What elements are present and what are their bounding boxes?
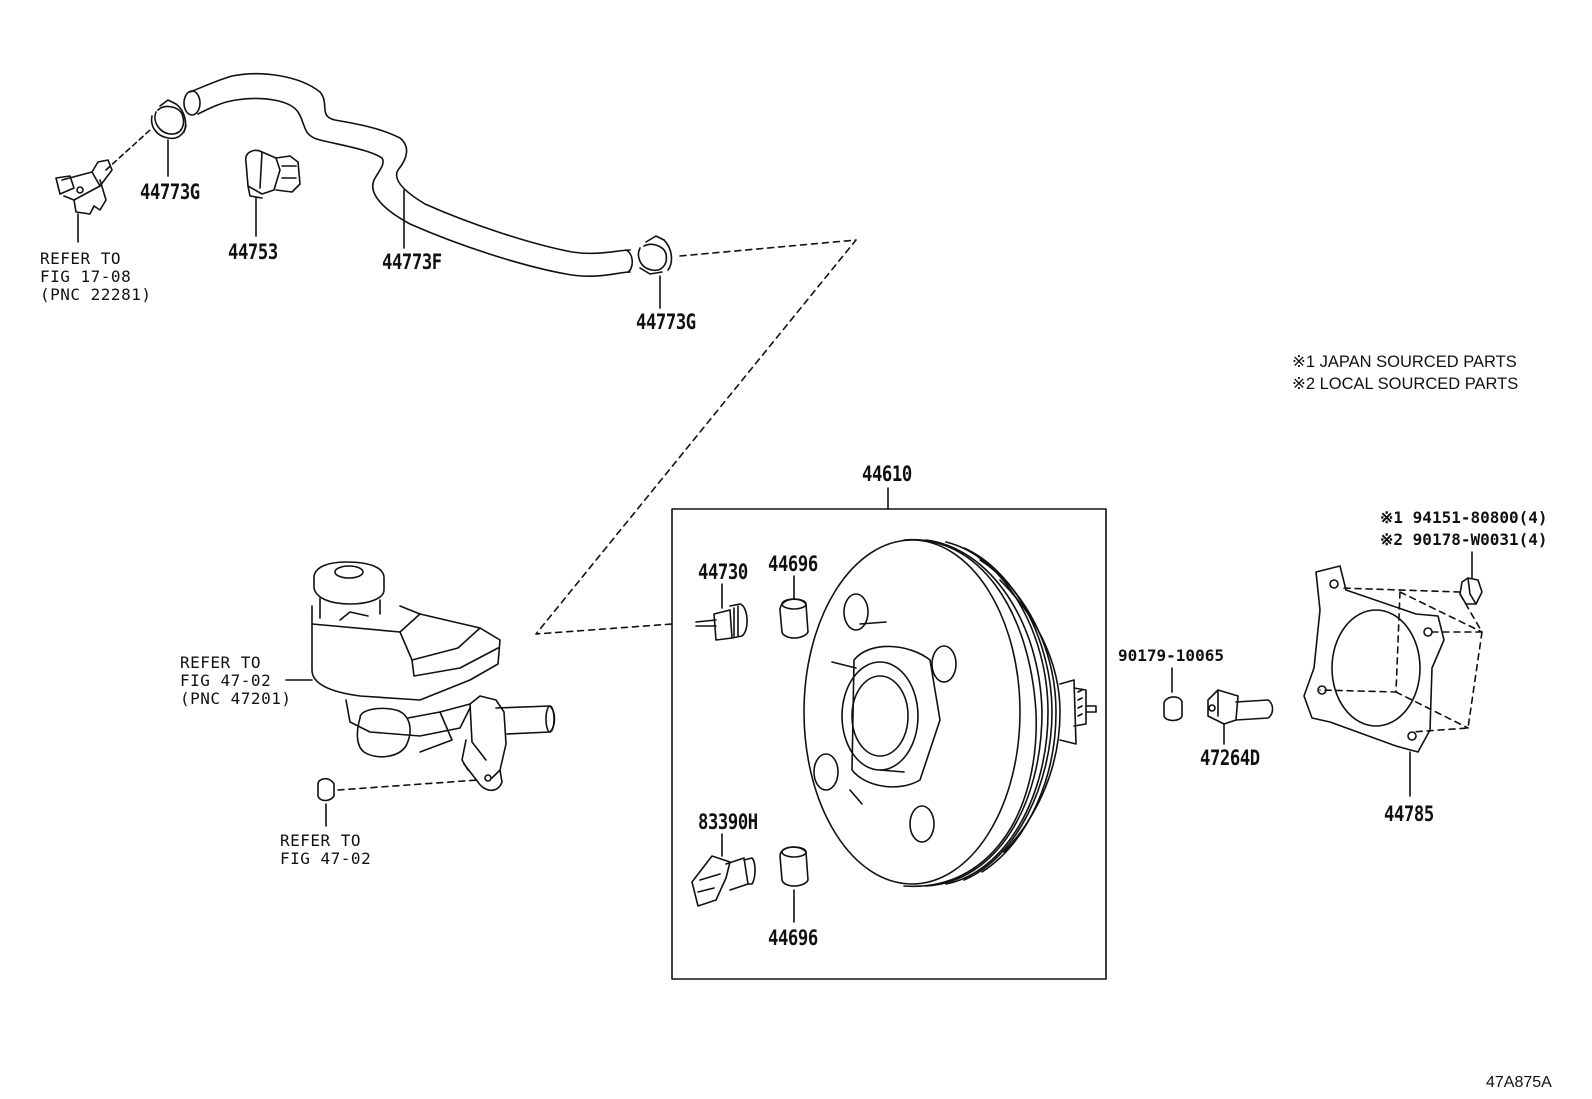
refer-fig-47-02-master-cylinder[interactable]: REFER TO FIG 47-02 (PNC 47201) [180,653,292,708]
part-label-44730[interactable]: 44730 [698,560,748,584]
note-japan-sourced: ※1 JAPAN SOURCED PARTS [1292,353,1517,371]
dashed-gasket-guides [1319,587,1483,733]
part-label-44785[interactable]: 44785 [1384,802,1434,826]
brake-booster [803,539,1097,887]
part-label-83390h[interactable]: 83390H [698,810,758,834]
grommet-top [779,598,809,639]
vacuum-sensor-83390H [691,855,756,907]
dashed-link-cap [337,779,479,791]
part-label-90179-10065[interactable]: 90179-10065 [1118,646,1224,665]
part-label-47264d[interactable]: 47264D [1200,746,1260,770]
check-valve-44730 [695,603,748,641]
part-label-44696-bottom[interactable]: 44696 [768,926,818,950]
part-label-44696-top[interactable]: 44696 [768,552,818,576]
part-label-44773g-top[interactable]: 44773G [140,180,200,204]
part-label-44773f[interactable]: 44773F [382,250,442,274]
hose-clip-44753 [244,149,301,199]
gasket-44785 [1303,565,1445,753]
master-cylinder [311,561,556,792]
hose-clamp-bottom [637,235,673,275]
hose-clamp-top [150,99,187,140]
nut-90179 [1163,696,1183,722]
part-label-90178-w0031[interactable]: ※2 90178-W0031(4) [1380,530,1548,549]
clevis-47264D [1207,689,1274,725]
part-label-94151-80800[interactable]: ※1 94151-80800(4) [1380,508,1548,527]
dashed-link-connector [105,129,151,171]
part-label-44773g-bottom[interactable]: 44773G [636,310,696,334]
part-label-44753[interactable]: 44753 [228,240,278,264]
refer-fig-17-08[interactable]: REFER TO FIG 17-08 (PNC 22281) [40,249,152,304]
refer-fig-47-02-cap[interactable]: REFER TO FIG 47-02 [280,831,372,868]
vacuum-hose [183,72,634,277]
illustration-code: 47A875A [1486,1074,1552,1091]
part-label-44610[interactable]: 44610 [862,462,912,486]
dashed-guide-line [535,239,857,635]
booster-assembly-box [671,508,1107,980]
vacuum-connector [55,159,113,215]
grommet-bottom [779,846,809,887]
note-local-sourced: ※2 LOCAL SOURCED PARTS [1292,375,1519,393]
reservoir-cap-part [317,777,335,802]
nut-94151 [1459,577,1483,605]
